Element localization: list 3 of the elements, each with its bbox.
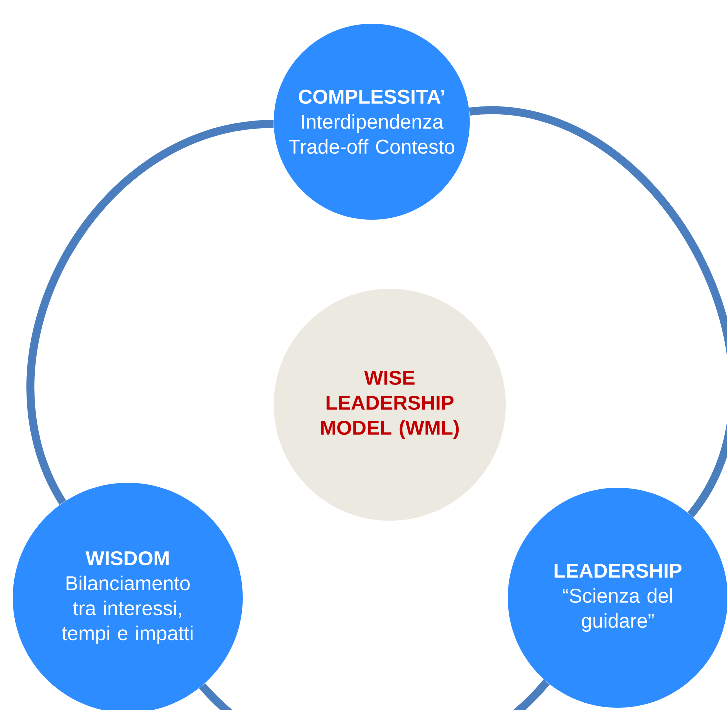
ring-arc <box>200 679 550 710</box>
ring-arc <box>470 108 727 518</box>
ring-arc <box>26 120 274 505</box>
